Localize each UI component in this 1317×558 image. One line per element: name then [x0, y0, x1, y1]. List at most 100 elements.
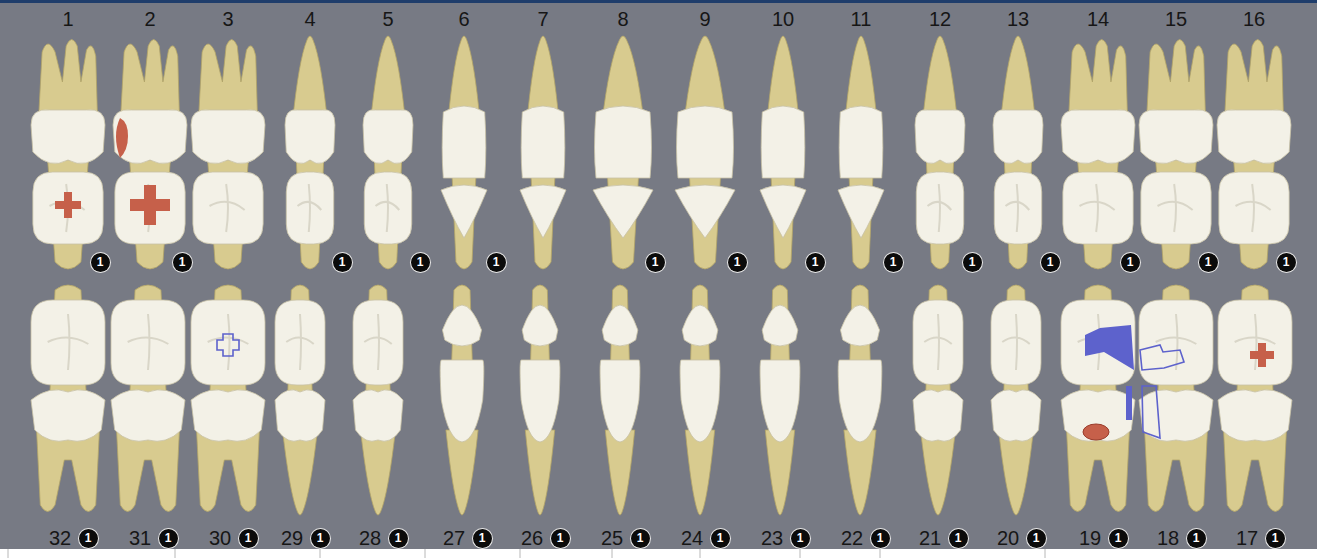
tooth-number: 26	[521, 527, 543, 549]
badge-number: 1	[417, 256, 424, 268]
tooth-crown	[1061, 390, 1135, 441]
tooth-crown	[1139, 390, 1213, 441]
status-badge: 1	[311, 529, 330, 548]
tooth-occlusal	[353, 300, 403, 385]
status-badge: 1	[239, 529, 258, 548]
badge-number: 1	[317, 532, 324, 544]
tooth-number: 9	[699, 8, 710, 30]
status-badge: 1	[411, 253, 430, 272]
tooth-number: 1	[62, 8, 73, 30]
badge-number: 1	[1193, 532, 1200, 544]
tooth-crown	[1217, 110, 1291, 164]
tooth-number: 17	[1236, 527, 1258, 549]
tooth-occlusal	[916, 172, 964, 244]
tooth-crown	[191, 110, 265, 164]
status-badge: 1	[1266, 529, 1285, 548]
tooth-groove	[924, 314, 952, 370]
strip-divider	[1045, 549, 1046, 558]
tooth-occlusal	[286, 172, 334, 244]
status-badge: 1	[91, 253, 110, 272]
tooth-incisal	[520, 185, 566, 238]
tooth-number: 23	[761, 527, 783, 549]
badge-number: 1	[179, 256, 186, 268]
badge-number: 1	[1047, 256, 1054, 268]
status-badge: 1	[159, 529, 178, 548]
badge-number: 1	[717, 532, 724, 544]
tooth-groove	[1156, 314, 1197, 370]
tooth-number: 14	[1087, 8, 1109, 30]
tooth-occlusal	[31, 300, 105, 385]
status-badge: 1	[711, 529, 730, 548]
tooth-crown	[991, 390, 1041, 441]
status-badge: 1	[173, 253, 192, 272]
tooth-groove	[208, 314, 249, 370]
tooth-number: 25	[601, 527, 623, 549]
tooth-occlusal	[1141, 172, 1211, 244]
tooth-number: 19	[1079, 527, 1101, 549]
tooth-groove	[1236, 184, 1271, 232]
tooth-crown	[111, 390, 185, 441]
tooth-number: 18	[1157, 527, 1179, 549]
tooth-root	[283, 430, 318, 515]
tooth-incisal	[602, 305, 638, 346]
tooth-crown	[31, 390, 105, 441]
status-badge: 1	[1027, 529, 1046, 548]
tooth-groove	[48, 314, 89, 370]
tooth-occlusal	[193, 172, 263, 244]
status-badge: 1	[551, 529, 570, 548]
tooth-incisal	[838, 185, 884, 238]
tooth-groove	[298, 184, 322, 232]
tooth-number: 11	[851, 8, 872, 30]
tooth-groove	[364, 314, 392, 370]
tooth-number: 10	[772, 8, 794, 30]
tooth-incisal	[762, 305, 798, 346]
restoration-fill	[1126, 386, 1132, 420]
tooth-crown	[1139, 110, 1213, 164]
badge-number: 1	[557, 532, 564, 544]
tooth-crown	[915, 110, 965, 164]
tooth-occlusal	[191, 300, 265, 385]
badge-number: 1	[1127, 256, 1134, 268]
badge-number: 1	[652, 256, 659, 268]
badge-number: 1	[1033, 532, 1040, 544]
badge-number: 1	[890, 256, 897, 268]
badge-number: 1	[395, 532, 402, 544]
tooth-occlusal	[1219, 172, 1289, 244]
tooth-crown	[31, 110, 105, 164]
tooth-number: 31	[129, 527, 151, 549]
tooth-number: 20	[997, 527, 1019, 549]
tooth-occlusal	[364, 172, 412, 244]
badge-number: 1	[955, 532, 962, 544]
tooth-number: 16	[1243, 8, 1265, 30]
tooth-root	[999, 430, 1034, 515]
tooth-groove	[50, 184, 85, 232]
tooth-number: 15	[1165, 8, 1187, 30]
badge-number: 1	[877, 532, 884, 544]
tooth-root	[371, 36, 406, 122]
badge-number: 1	[812, 256, 819, 268]
tooth-crown	[993, 110, 1043, 164]
tooth-number: 2	[144, 8, 155, 30]
tooth-crown	[838, 360, 882, 442]
status-badge: 1	[473, 529, 492, 548]
tooth-number: 13	[1007, 8, 1029, 30]
tooth-root	[1224, 430, 1287, 512]
status-badge: 1	[79, 529, 98, 548]
tooth-incisal	[682, 305, 718, 346]
status-badge: 1	[1041, 253, 1060, 272]
tooth-groove	[1006, 184, 1030, 232]
tooth-number: 12	[929, 8, 951, 30]
status-badge: 1	[728, 253, 747, 272]
tooth-number: 8	[617, 8, 628, 30]
status-badge: 1	[1277, 253, 1296, 272]
tooth-incisal	[675, 185, 735, 238]
tooth-occlusal	[994, 172, 1042, 244]
badge-number: 1	[165, 532, 172, 544]
badge-number: 1	[637, 532, 644, 544]
tooth-root	[1145, 430, 1208, 512]
tooth-crown	[113, 110, 187, 164]
tooth-number: 30	[209, 527, 231, 549]
tooth-number: 7	[537, 8, 548, 30]
status-badge: 1	[949, 529, 968, 548]
badge-number: 1	[1283, 256, 1290, 268]
